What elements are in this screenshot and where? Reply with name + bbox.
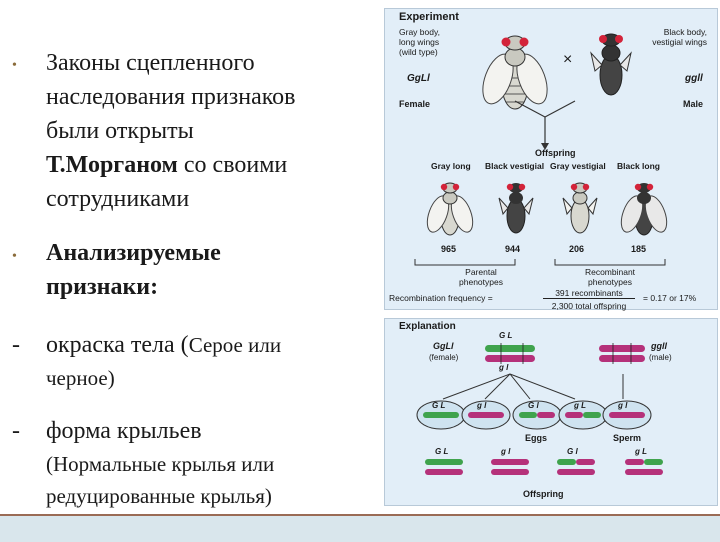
phenotype-black-long: Black long bbox=[617, 161, 660, 171]
count-gray-long: 965 bbox=[441, 244, 457, 254]
phenotype-gray-vestigial: Gray vestigial bbox=[550, 161, 606, 171]
text-column: • Законы сцепленного наследования призна… bbox=[12, 50, 296, 508]
phenotype-gray-long: Gray long bbox=[431, 161, 471, 171]
offspring-label: Offspring bbox=[535, 148, 576, 158]
bullet1-line3: были открыты bbox=[46, 118, 194, 144]
dash-marker: - bbox=[12, 332, 20, 358]
female-fly-icon bbox=[482, 35, 548, 110]
recombinants-count: 391 recombinants bbox=[543, 288, 635, 299]
bullet1-line2: наследования признаков bbox=[46, 84, 296, 110]
dash-marker: - bbox=[12, 418, 20, 444]
explanation-male-genotype: ggll bbox=[651, 341, 667, 351]
experiment-panel: Experiment Gray body, long wings (wild t… bbox=[384, 8, 718, 311]
gamete-label-gl: g l bbox=[477, 401, 487, 410]
male-genotype: ggll bbox=[685, 73, 703, 84]
bullet1-line4: Т.Морганом со своими bbox=[46, 152, 287, 179]
chrom-label-gl: g l bbox=[499, 363, 509, 372]
parental-phenotypes-label: Parental phenotypes bbox=[459, 267, 503, 287]
explanation-female-genotype: GgLl bbox=[433, 341, 454, 351]
morgan-experiment-figure: Experiment Gray body, long wings (wild t… bbox=[384, 8, 718, 506]
sperm-label-gl: g l bbox=[618, 401, 628, 410]
black-long-fly-icon bbox=[620, 183, 668, 236]
gamete-label-GL: G L bbox=[432, 401, 446, 410]
item2-line1: форма крыльев bbox=[46, 418, 202, 444]
count-gray-vestigial: 206 bbox=[569, 244, 585, 254]
male-label: Male bbox=[683, 99, 704, 109]
recombination-frequency-label: Recombination frequency = bbox=[389, 293, 493, 303]
gray-long-fly-icon bbox=[426, 182, 474, 236]
recombination-result: = 0.17 or 17% bbox=[643, 293, 697, 303]
black-vestigial-fly-icon bbox=[498, 183, 534, 234]
explanation-title: Explanation bbox=[399, 321, 456, 332]
explanation-female-label: (female) bbox=[429, 353, 459, 362]
bottom-bar bbox=[0, 514, 720, 542]
bullet1-line1: Законы сцепленного bbox=[46, 50, 255, 76]
item1-line1-big: окраска тела ( bbox=[46, 332, 189, 358]
cross-symbol: × bbox=[563, 51, 573, 68]
bullet2-line1: Анализируемые bbox=[46, 240, 221, 266]
explanation-offspring-label: Offspring bbox=[523, 489, 564, 499]
male-description: Black body, vestigial wings bbox=[652, 27, 707, 47]
item1-line1: окраска тела (Серое или bbox=[46, 332, 281, 359]
gamete-label-gL: g L bbox=[574, 401, 586, 410]
offspring-chrom-Gl: G l bbox=[567, 447, 578, 456]
item1-line2: черное) bbox=[46, 366, 115, 390]
experiment-title: Experiment bbox=[399, 11, 459, 23]
bullet1-line4-rest: со своими bbox=[177, 152, 288, 178]
total-offspring: 2,300 total offspring bbox=[551, 301, 627, 311]
chrom-label-GL: G L bbox=[499, 331, 513, 340]
phenotype-black-vestigial: Black vestigial bbox=[485, 161, 545, 171]
bullet1-line5: сотрудниками bbox=[46, 186, 190, 212]
eggs-label: Eggs bbox=[525, 433, 548, 443]
gray-vestigial-fly-icon bbox=[562, 182, 598, 234]
explanation-male-label: (male) bbox=[649, 353, 672, 362]
count-black-vestigial: 944 bbox=[505, 244, 521, 254]
bullet-marker: • bbox=[12, 249, 17, 264]
morgan-name: Т.Морганом bbox=[46, 152, 178, 178]
bullet2-line2: признаки: bbox=[46, 274, 159, 300]
sperm-label: Sperm bbox=[613, 433, 642, 443]
count-black-long: 185 bbox=[631, 244, 647, 254]
item2-line2: (Нормальные крылья или bbox=[46, 452, 275, 476]
offspring-chrom-gL: g L bbox=[635, 447, 647, 456]
chromosome-diagram bbox=[416, 343, 663, 475]
bullet-marker: • bbox=[12, 58, 17, 73]
item2-line3: редуцированные крылья) bbox=[46, 484, 272, 508]
explanation-panel: Explanation bbox=[384, 318, 718, 506]
cross-arrows bbox=[414, 100, 666, 266]
gamete-label-Gl: G l bbox=[528, 401, 539, 410]
female-genotype: GgLl bbox=[407, 73, 430, 84]
female-description: Gray body, long wings (wild type) bbox=[399, 27, 440, 57]
item1-line1-small: Серое или bbox=[188, 333, 282, 357]
offspring-chrom-gl: g l bbox=[501, 447, 511, 456]
offspring-chrom-GL: G L bbox=[435, 447, 449, 456]
female-label: Female bbox=[399, 99, 431, 109]
recombinant-phenotypes-label: Recombinant phenotypes bbox=[584, 267, 636, 287]
male-fly-icon bbox=[590, 33, 632, 96]
